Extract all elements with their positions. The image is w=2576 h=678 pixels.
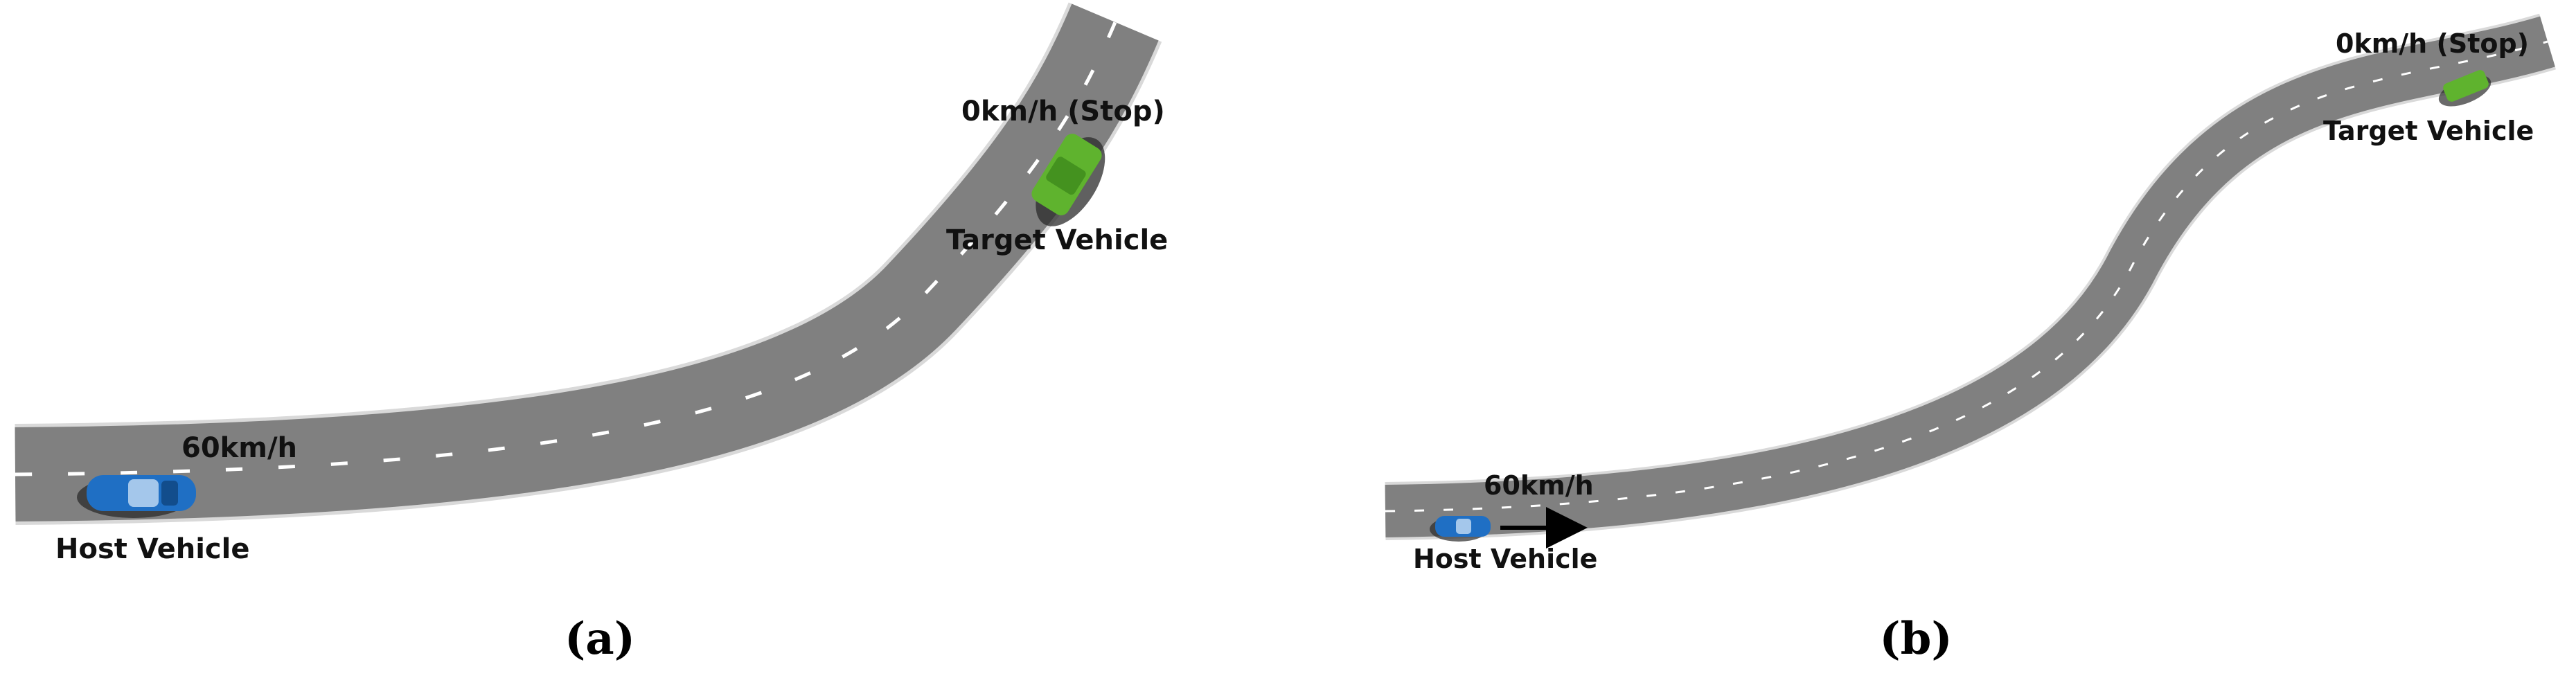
target-speed-label-a: 0km/h (Stop) [961,96,1165,127]
host-vehicle-label-b: Host Vehicle [1413,544,1597,574]
host-speed-label-a: 60km/h [181,432,297,464]
panel-b: 60km/h Host Vehicle 0km/h (Stop) Target … [1385,13,2556,665]
panel-caption-a: (a) [565,613,635,665]
curved-road-a [15,2,1162,525]
host-speed-label-b: 60km/h [1484,470,1594,501]
host-vehicle-b [1430,516,1491,542]
target-vehicle-label-a: Target Vehicle [946,224,1168,256]
panel-a: 60km/h Host Vehicle 0km/h (Stop) Target … [15,2,1168,665]
target-speed-label-b: 0km/h (Stop) [2336,28,2529,59]
host-vehicle-label-a: Host Vehicle [55,533,249,565]
target-vehicle-label-b: Target Vehicle [2323,116,2534,146]
host-vehicle-a [77,475,196,518]
panel-caption-b: (b) [1879,613,1952,665]
s-curve-road-b [1385,13,2556,540]
target-vehicle-b [2438,70,2491,107]
target-vehicle-a [1031,134,1105,226]
